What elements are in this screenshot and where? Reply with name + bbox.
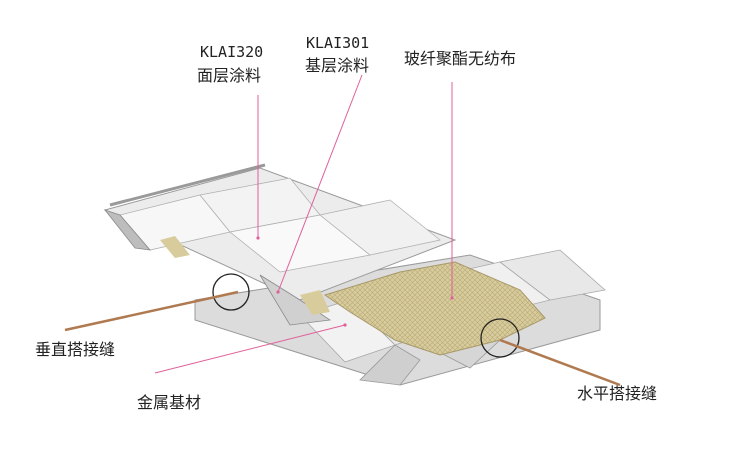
- leader-lines: [64, 74, 621, 387]
- fabric-label: 玻纤聚酯无纺布: [404, 49, 517, 68]
- metal-substrate-label: 金属基材: [137, 393, 202, 412]
- fabric-layer: [323, 261, 546, 356]
- horizontal-seam-marker: [480, 318, 520, 358]
- basecoat-name-label: 基层涂料: [305, 56, 370, 75]
- coated-panel: [103, 163, 457, 326]
- basecoat-code-label: KLAI301: [306, 34, 370, 52]
- horizontal-seam-label: 水平搭接缝: [577, 384, 658, 403]
- vertical-seam-label: 垂直搭接缝: [35, 340, 116, 359]
- topcoat-name-label: 面层涂料: [197, 66, 262, 85]
- topcoat-code-label: KLAI320: [200, 43, 264, 61]
- vertical-seam-marker: [212, 273, 250, 311]
